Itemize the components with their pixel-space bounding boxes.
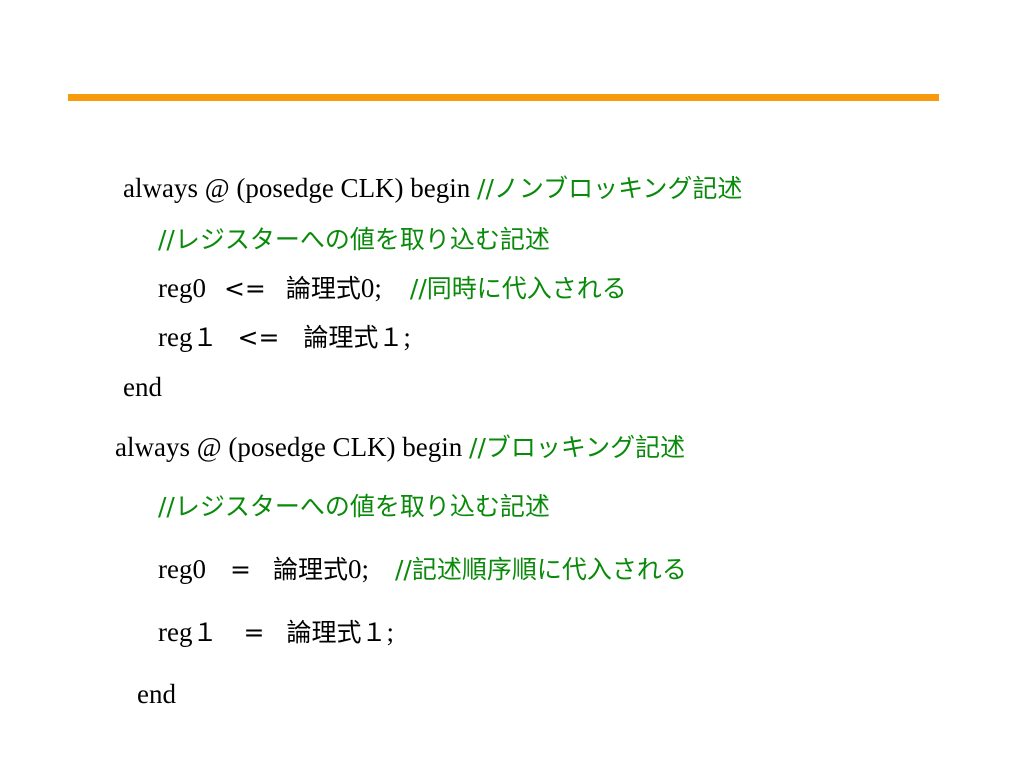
block1-reg0-num: 0 <box>360 273 375 303</box>
block1-reg1-number: １ <box>192 323 218 352</box>
block1-reg1-line: reg１ <= 論理式１; <box>131 286 411 389</box>
block1-comment-line: //レジスターへの値を取り込む記述 <box>131 188 550 291</box>
title-divider-rule <box>68 94 939 101</box>
block2-reg1-name: reg <box>158 617 193 647</box>
block1-reg0-expr: 論理式 <box>285 274 361 303</box>
block2-reg0-operator: = <box>229 555 251 584</box>
block1-register-comment: //レジスターへの値を取り込む記述 <box>158 225 550 254</box>
block1-reg0-operator: <= <box>223 274 266 303</box>
block2-reg1-semicolon: ; <box>386 617 394 647</box>
block2-always-comment: //ブロッキング記述 <box>469 433 686 462</box>
block2-reg0-semicolon: ; <box>361 554 369 584</box>
block1-reg1-name: reg <box>158 322 193 352</box>
block2-always-line: always @ (posedge CLK) begin //ブロッキング記述 <box>88 396 685 499</box>
block1-always-comment: //ノンブロッキング記述 <box>477 174 743 203</box>
block2-reg1-expr: 論理式１ <box>286 618 387 647</box>
block2-register-comment: //レジスターへの値を取り込む記述 <box>158 492 550 521</box>
block1-reg1-operator: <= <box>237 323 280 352</box>
block2-end-line: end <box>110 643 176 745</box>
block1-always-statement: always @ (posedge CLK) begin <box>123 173 478 203</box>
block1-end-keyword: end <box>123 372 162 402</box>
block1-reg0-semicolon: ; <box>374 273 382 303</box>
block1-reg0-comment: //同時に代入される <box>409 274 627 303</box>
block2-reg0-num: 0 <box>347 554 362 584</box>
block2-end-keyword: end <box>137 679 176 709</box>
block2-reg0-name: reg0 <box>158 554 206 584</box>
block1-reg0-name: reg0 <box>158 273 206 303</box>
block2-comment-line: //レジスターへの値を取り込む記述 <box>131 455 550 558</box>
block2-reg0-line: reg0 = 論理式0; //記述順序順に代入される <box>131 518 687 621</box>
block1-reg1-expr: 論理式１ <box>303 323 404 352</box>
block2-reg0-expr: 論理式 <box>272 555 348 584</box>
block2-reg1-line: reg１ = 論理式１; <box>131 581 394 684</box>
block2-reg0-comment: //記述順序順に代入される <box>394 555 687 584</box>
block1-end-line: end <box>96 336 162 438</box>
block1-reg1-semicolon: ; <box>403 322 411 352</box>
block1-reg0-line: reg0 <= 論理式0; //同時に代入される <box>131 237 627 340</box>
block2-reg1-number: １ <box>192 618 218 647</box>
block2-always-statement: always @ (posedge CLK) begin <box>115 432 470 462</box>
block1-always-line: always @ (posedge CLK) begin //ノンブロッキング記… <box>96 137 742 240</box>
block2-reg1-operator: = <box>243 618 265 647</box>
